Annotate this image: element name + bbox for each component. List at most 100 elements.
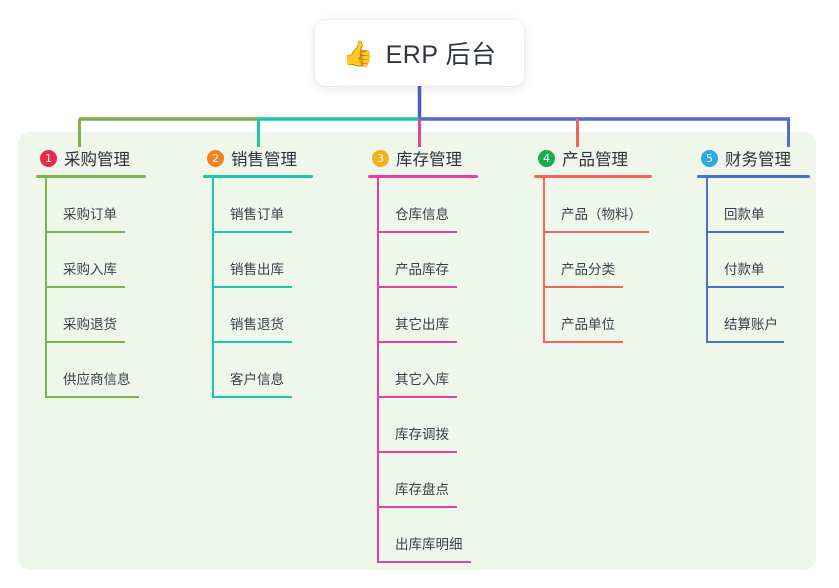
branch-item-rule bbox=[543, 341, 623, 343]
branch-item-label: 结算账户 bbox=[724, 317, 778, 332]
branch-item-list: 采购订单采购入库采购退货供应商信息 bbox=[45, 178, 186, 398]
branch-item-rule bbox=[45, 341, 125, 343]
branch-item-rule bbox=[377, 506, 457, 508]
branch-item[interactable]: 其它入库 bbox=[377, 343, 518, 398]
branch-item[interactable]: 回款单 bbox=[706, 178, 839, 233]
branch-title: 财务管理 bbox=[725, 151, 791, 169]
content-panel bbox=[18, 132, 816, 570]
branch-item-rule bbox=[543, 231, 649, 233]
branch-item-label: 其它入库 bbox=[395, 372, 449, 387]
branch-item-rule bbox=[706, 286, 784, 288]
branch-header-4[interactable]: 4 产品管理 bbox=[534, 146, 694, 170]
branch-item-label: 采购入库 bbox=[63, 262, 117, 277]
branch-item-label: 付款单 bbox=[724, 262, 765, 277]
branch-header-3[interactable]: 3 库存管理 bbox=[368, 146, 518, 170]
branch-spine bbox=[706, 178, 708, 343]
branch-item-rule bbox=[212, 286, 292, 288]
branch-title: 产品管理 bbox=[562, 151, 628, 169]
branch-number-badge: 5 bbox=[701, 149, 718, 167]
branch-item[interactable]: 其它出库 bbox=[377, 288, 518, 343]
branch-item-rule bbox=[706, 231, 784, 233]
root-node[interactable]: 👍 ERP 后台 bbox=[315, 20, 524, 86]
branch-item[interactable]: 出库库明细 bbox=[377, 508, 518, 563]
branch-item[interactable]: 采购退货 bbox=[45, 288, 186, 343]
branch-item-rule bbox=[377, 231, 457, 233]
branch-item-rule bbox=[706, 341, 784, 343]
branch-item-rule bbox=[45, 231, 125, 233]
branch-item[interactable]: 产品库存 bbox=[377, 233, 518, 288]
thumbs-up-icon: 👍 bbox=[342, 38, 374, 68]
branch-header-rule bbox=[203, 175, 313, 178]
branch-header-rule bbox=[36, 175, 146, 178]
branch-item-label: 其它出库 bbox=[395, 317, 449, 332]
branch-item-rule bbox=[212, 396, 292, 398]
branch-item-rule bbox=[377, 341, 457, 343]
branch-item[interactable]: 付款单 bbox=[706, 233, 839, 288]
branch-item[interactable]: 供应商信息 bbox=[45, 343, 186, 398]
branch-item-label: 供应商信息 bbox=[63, 372, 131, 387]
branch-item-label: 库存调拨 bbox=[395, 427, 449, 442]
branch-item-label: 产品分类 bbox=[561, 262, 615, 277]
branch-item-rule bbox=[377, 451, 457, 453]
branch-item-list: 回款单付款单结算账户 bbox=[706, 178, 839, 343]
branch-item-label: 产品单位 bbox=[561, 317, 615, 332]
branch-item-rule bbox=[45, 396, 139, 398]
branch-item-list: 销售订单销售出库销售退货客户信息 bbox=[212, 178, 353, 398]
branch-column-4: 4 产品管理产品（物料） 产品分类产品单位 bbox=[534, 146, 694, 343]
branch-item-label: 产品（物料） bbox=[561, 207, 642, 222]
branch-item-list: 产品（物料） 产品分类产品单位 bbox=[543, 178, 694, 343]
branch-item[interactable]: 销售退货 bbox=[212, 288, 353, 343]
branch-item[interactable]: 销售出库 bbox=[212, 233, 353, 288]
branch-item-label: 销售订单 bbox=[230, 207, 284, 222]
branch-header-rule bbox=[697, 175, 810, 178]
branch-item[interactable]: 仓库信息 bbox=[377, 178, 518, 233]
branch-item[interactable]: 销售订单 bbox=[212, 178, 353, 233]
branch-header-rule bbox=[368, 175, 478, 178]
branch-number-badge: 4 bbox=[538, 149, 555, 167]
branch-item-label: 销售出库 bbox=[230, 262, 284, 277]
branch-item[interactable]: 结算账户 bbox=[706, 288, 839, 343]
branch-item-label: 出库库明细 bbox=[395, 537, 463, 552]
branch-spine bbox=[45, 178, 47, 398]
branch-spine bbox=[543, 178, 545, 343]
branch-item-label: 回款单 bbox=[724, 207, 765, 222]
branch-spine bbox=[212, 178, 214, 398]
branch-item-rule bbox=[45, 286, 125, 288]
branch-item-rule bbox=[212, 341, 292, 343]
branch-item-list: 仓库信息产品库存其它出库其它入库库存调拨库存盘点出库库明细 bbox=[377, 178, 518, 563]
branch-item-label: 客户信息 bbox=[230, 372, 284, 387]
branch-item[interactable]: 库存盘点 bbox=[377, 453, 518, 508]
branch-spine bbox=[377, 178, 379, 563]
branch-item[interactable]: 产品分类 bbox=[543, 233, 694, 288]
branch-column-2: 2 销售管理销售订单销售出库销售退货客户信息 bbox=[203, 146, 353, 398]
branch-column-3: 3 库存管理仓库信息产品库存其它出库其它入库库存调拨库存盘点出库库明细 bbox=[368, 146, 518, 563]
branch-item[interactable]: 采购订单 bbox=[45, 178, 186, 233]
branch-header-5[interactable]: 5 财务管理 bbox=[697, 146, 839, 170]
branch-item[interactable]: 产品（物料） bbox=[543, 178, 694, 233]
branch-item-label: 销售退货 bbox=[230, 317, 284, 332]
branch-title: 库存管理 bbox=[396, 151, 462, 169]
branch-item[interactable]: 采购入库 bbox=[45, 233, 186, 288]
branch-item[interactable]: 客户信息 bbox=[212, 343, 353, 398]
branch-item-rule bbox=[543, 286, 623, 288]
branch-title: 销售管理 bbox=[231, 151, 297, 169]
branch-item-rule bbox=[212, 231, 292, 233]
branch-column-5: 5 财务管理回款单付款单结算账户 bbox=[697, 146, 839, 343]
branch-header-rule bbox=[534, 175, 652, 178]
branch-item-rule bbox=[377, 286, 457, 288]
branch-item-label: 产品库存 bbox=[395, 262, 449, 277]
branch-header-2[interactable]: 2 销售管理 bbox=[203, 146, 353, 170]
branch-number-badge: 2 bbox=[207, 149, 224, 167]
branch-item-label: 仓库信息 bbox=[395, 207, 449, 222]
branch-item-label: 采购订单 bbox=[63, 207, 117, 222]
branch-item-label: 库存盘点 bbox=[395, 482, 449, 497]
branch-item[interactable]: 产品单位 bbox=[543, 288, 694, 343]
branch-number-badge: 1 bbox=[40, 149, 57, 167]
branch-item-rule bbox=[377, 396, 457, 398]
branch-number-badge: 3 bbox=[372, 149, 389, 167]
branch-item[interactable]: 库存调拨 bbox=[377, 398, 518, 453]
branch-item-rule bbox=[377, 561, 471, 563]
